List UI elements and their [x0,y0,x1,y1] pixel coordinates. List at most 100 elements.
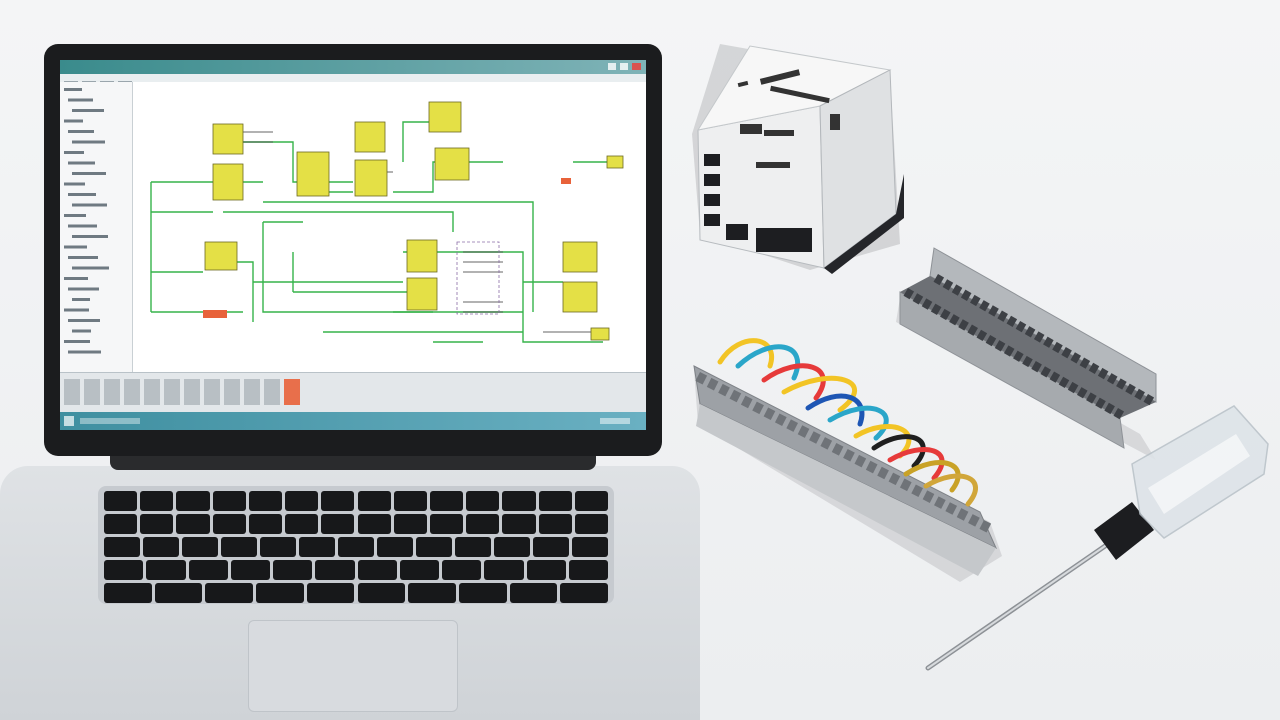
keyboard-key [182,537,218,557]
laptop-screen [60,60,646,430]
terminal-clamp [899,478,912,492]
tree-item [72,172,106,175]
function-block [212,163,244,201]
keyboard-key [357,491,391,511]
tree-item [72,109,104,112]
terminal-clamp [922,490,935,503]
tree-item [72,329,91,333]
keyboard-key [357,583,406,603]
tree-item [64,340,90,343]
terminal-clamp [1070,352,1082,364]
keyboard-key [408,583,456,603]
terminal-clamp [820,437,833,450]
project-tree [64,88,109,354]
project-tree-panel[interactable] [60,82,133,372]
keyboard-key [256,583,304,603]
tree-item [72,235,108,238]
function-block [562,281,598,313]
schematic-canvas[interactable] [133,82,645,372]
library-item [64,379,80,405]
terminal-clamp [1086,392,1097,404]
terminal-clamp [854,454,867,468]
function-block [434,147,470,181]
terminal-clamp [1061,347,1072,359]
close-icon [632,63,641,70]
terminal-clamp [706,377,719,391]
terminal-clamp [786,419,799,432]
tree-item [68,130,94,133]
terminal-clamp [1033,331,1045,343]
tree-item [68,98,93,102]
terminal-clamp [976,329,988,342]
keyboard-key [393,491,427,511]
laptop-trackpad [248,620,458,712]
keyboard-key [212,514,246,534]
terminal-clamp [809,431,821,444]
terminal-clamp [988,305,999,317]
terminal-clamp [831,443,844,456]
terminal-clamp [1052,341,1063,354]
minimize-icon [608,63,616,70]
keyboard-key [568,560,608,580]
component-library-panel[interactable] [60,372,646,413]
tree-item [68,161,95,165]
keyboard-key [429,491,464,511]
terminal-clamp [1095,397,1106,409]
terminal-clamp [968,514,980,527]
terminal-clamp [1116,378,1127,390]
tree-item [72,203,107,207]
terminal-clamp [1022,355,1033,368]
terminal-clamp [1040,366,1052,378]
terminal-clamp [956,508,969,521]
keyboard-key [212,491,246,511]
keyboard-key [188,560,228,580]
keyboard-key [285,514,319,534]
terminal-block-rail [896,247,1157,460]
terminal-clamp [967,324,978,336]
keyboard-key [176,491,210,511]
tree-item [64,119,83,123]
keyboard-key [377,537,413,557]
function-block [354,159,388,197]
warning-marker [561,178,571,184]
function-block [406,277,438,311]
terminal-clamp [1097,367,1109,380]
keyboard-key [574,491,608,511]
terminal-clamp [843,448,855,462]
terminal-clamp [970,294,981,307]
start-icon [64,416,74,426]
keyboard-key [299,537,335,557]
keyboard-key [466,491,500,511]
terminal-clamp [997,310,1008,322]
keyboard-key [560,583,608,603]
schematic-diagram [150,101,624,343]
keyboard-key [494,537,530,557]
keyboard-key [146,560,186,580]
keyboard-key [357,514,391,534]
terminal-clamp [865,460,878,474]
library-item [264,379,280,405]
wires [150,121,608,343]
keyboard-key [526,560,566,580]
terminal-clamp [942,279,954,291]
library-item [204,379,220,405]
terminal-clamp [1113,408,1125,420]
tree-item [64,277,88,280]
keyboard-key [502,491,536,511]
keyboard-key [393,514,427,534]
tree-item [68,319,100,322]
tree-item [64,245,87,249]
keyboard-key [143,537,179,557]
app-titlebar [60,60,646,74]
terminal-clamp [958,319,969,331]
keyboard-key [273,560,313,580]
terminal-clamp [951,284,963,296]
library-item [144,379,160,405]
keyboard-key [455,537,491,557]
terminal-clamp [1015,320,1027,333]
keyboard-key [538,491,572,511]
keyboard-key [104,514,138,534]
terminal-clamp [1104,402,1115,415]
keyboard-key [572,537,608,557]
warning-marker [203,310,227,318]
